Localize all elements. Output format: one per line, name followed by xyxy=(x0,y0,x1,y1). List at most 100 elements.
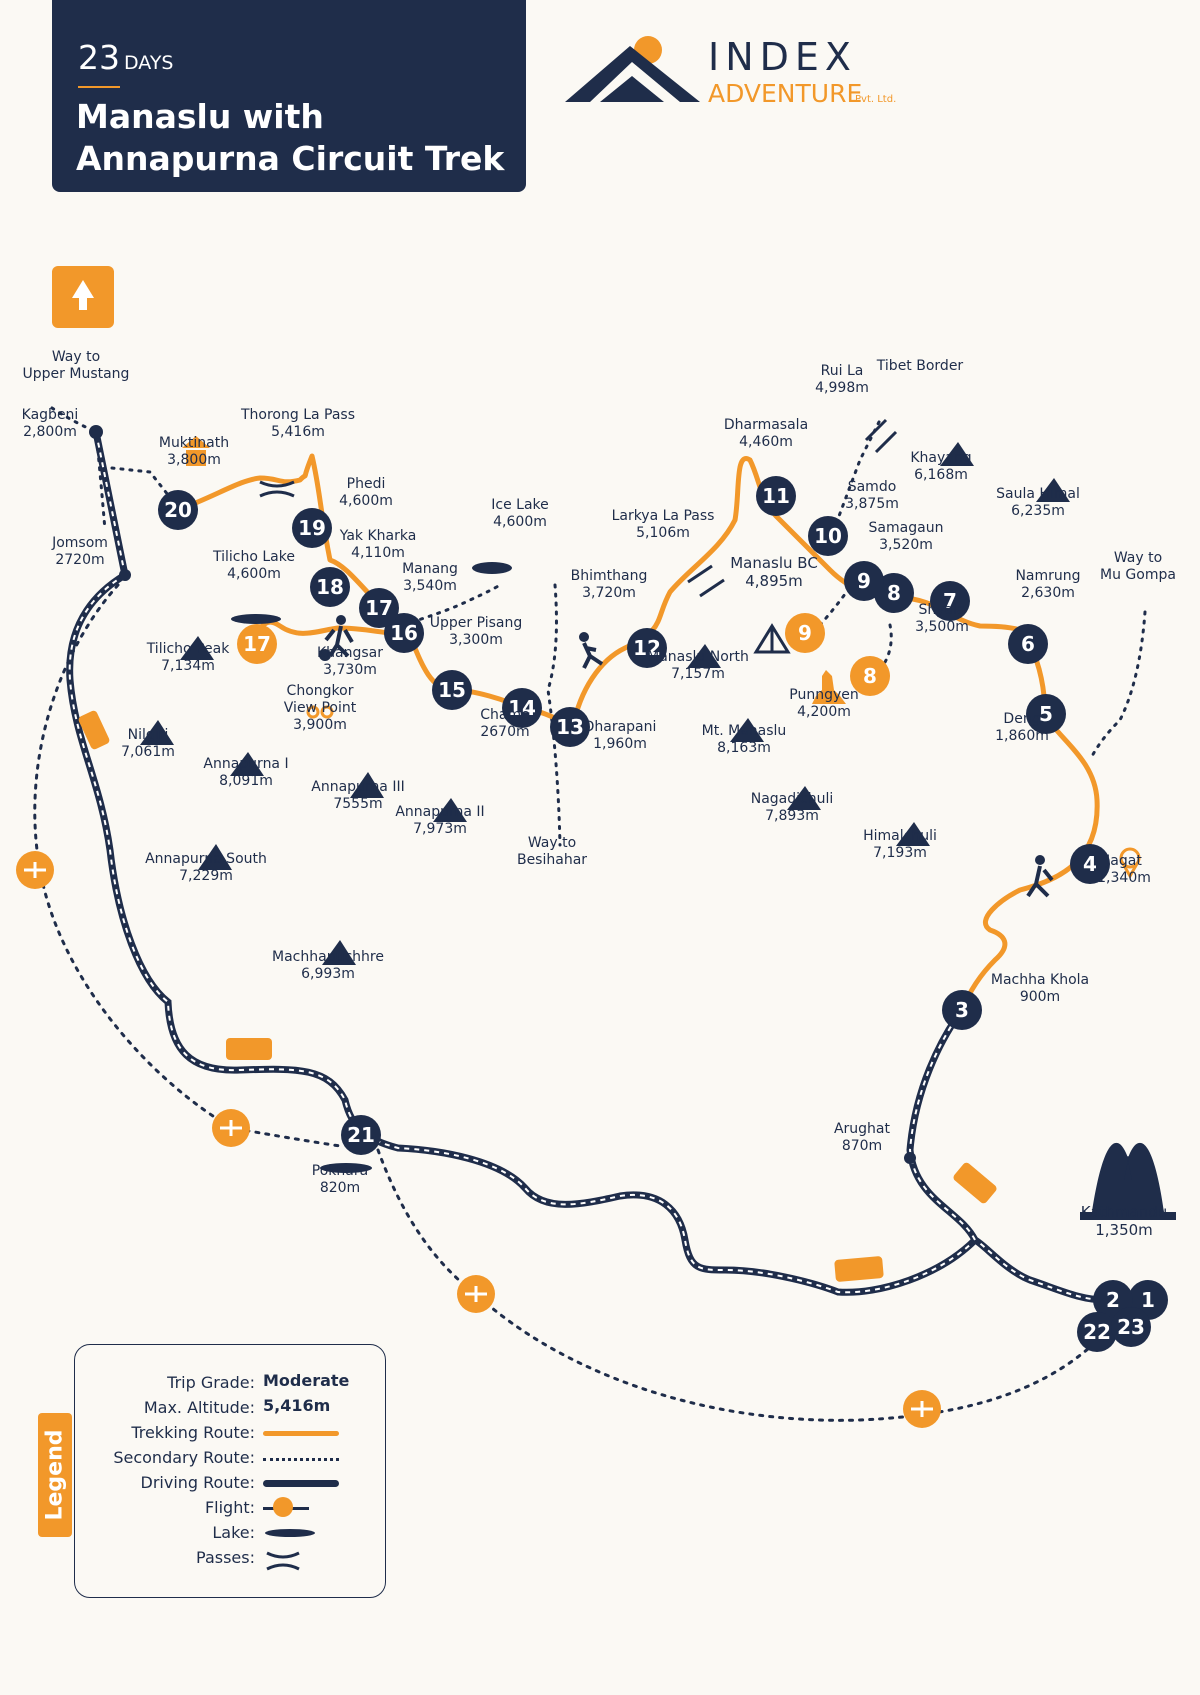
mountain-peak-icon xyxy=(896,822,930,846)
place-name: Manaslu North xyxy=(647,649,749,665)
place-altitude: 5,106m xyxy=(636,525,690,541)
place-name: Dharmasala xyxy=(724,417,808,433)
lake-label: Lake: xyxy=(212,1523,255,1542)
place-name: Saula Himal xyxy=(996,486,1080,502)
pass-icon xyxy=(266,1551,300,1571)
pokhara-lake-icon xyxy=(320,1163,372,1173)
place-name: Way to xyxy=(1114,550,1162,566)
mountain-peak-icon xyxy=(180,636,214,660)
place-altitude: 3,520m xyxy=(879,537,933,553)
place-name: Larkya La Pass xyxy=(612,508,715,524)
stop-7: 7 xyxy=(930,581,970,621)
svg-text:5: 5 xyxy=(1039,702,1053,726)
pass-icon xyxy=(259,418,898,598)
place-altitude: 7,893m xyxy=(765,808,819,824)
place-altitude: 6,235m xyxy=(1011,503,1065,519)
place-altitude: 3,500m xyxy=(915,619,969,635)
place-name: Annapurna I xyxy=(203,756,288,772)
hiker-icon xyxy=(579,632,604,669)
logo-index-text: INDEX xyxy=(708,35,857,79)
hiker-icons xyxy=(324,615,1054,898)
place-altitude: 7,229m xyxy=(179,868,233,884)
place-altitude: 820m xyxy=(320,1180,360,1196)
mountain-peak-icon xyxy=(1036,478,1070,502)
secondary-route-swatch xyxy=(263,1458,339,1461)
trekking-route-label: Trekking Route: xyxy=(131,1423,255,1442)
svg-text:8: 8 xyxy=(887,581,901,605)
place-altitude: 6,993m xyxy=(301,966,355,982)
bus-icon xyxy=(953,1162,997,1204)
place-name: Manang xyxy=(402,561,458,577)
stop-8: 8 xyxy=(874,573,914,613)
stop-14: 14 xyxy=(502,688,542,728)
place-name: Thorong La Pass xyxy=(240,407,355,423)
place-name: Chame xyxy=(480,707,529,723)
bus-icons xyxy=(78,710,997,1282)
mountain-peak-icon xyxy=(787,786,821,810)
max-altitude-label: Max. Altitude: xyxy=(143,1398,255,1417)
place-name: Chongkor xyxy=(287,683,354,699)
place-altitude: 3,875m xyxy=(845,496,899,512)
driving-route-swatch xyxy=(263,1480,339,1487)
khangsar-dot xyxy=(319,649,331,661)
svg-text:18: 18 xyxy=(316,575,344,599)
place-name: Way to xyxy=(528,835,576,851)
place-altitude: 2,630m xyxy=(1021,585,1075,601)
title-divider xyxy=(78,86,120,88)
stop-9: 9 xyxy=(844,561,884,601)
mountain-peak-icon xyxy=(198,844,232,870)
place-name: Deng xyxy=(1003,711,1040,727)
svg-text:6: 6 xyxy=(1021,632,1035,656)
place-altitude: 4,998m xyxy=(815,380,869,396)
stop-22: 22 xyxy=(1077,1312,1117,1352)
mountain-peak-icon xyxy=(322,940,356,965)
place-name: Himalchuli xyxy=(863,828,937,844)
place-label-tibet: Tibet Border xyxy=(876,358,964,374)
place-name: Arughat xyxy=(834,1121,891,1137)
place-name: Way to xyxy=(52,349,100,365)
stop-4: 4 xyxy=(1070,844,1110,884)
svg-text:19: 19 xyxy=(298,516,326,540)
svg-text:4: 4 xyxy=(1083,852,1097,876)
place-altitude: 1,340m xyxy=(1097,870,1151,886)
svg-text:20: 20 xyxy=(164,498,192,522)
company-logo: INDEX ADVENTURE Pvt. Ltd. xyxy=(565,35,896,108)
stop-12: 12 xyxy=(627,628,667,668)
place-altitude: 8,163m xyxy=(717,740,771,756)
tilicho-lake-icon xyxy=(231,614,281,624)
place-altitude: 7,973m xyxy=(413,821,467,837)
place-name: Mt. Manaslu xyxy=(702,723,787,739)
stop-9-alt: 9 xyxy=(785,613,825,653)
place-name: Punngyen xyxy=(789,687,858,703)
temple-icon xyxy=(182,436,210,466)
place-name: Manaslu BC xyxy=(730,554,818,572)
place-altitude: 4,200m xyxy=(797,704,851,720)
kathmandu-stupa-icon xyxy=(1080,1142,1176,1220)
stop-16: 16 xyxy=(384,613,424,653)
place-altitude: 3,300m xyxy=(449,632,503,648)
stop-18: 18 xyxy=(310,567,350,607)
kagbeni-dot xyxy=(89,425,103,439)
stop-19: 19 xyxy=(292,508,332,548)
stop-markers: 1 2 3 4 5 6 7 8 8 9 9 10 11 12 13 14 15 … xyxy=(158,476,1168,1352)
place-altitude: 870m xyxy=(842,1138,882,1154)
place-name: Phedi xyxy=(347,476,386,492)
place-altitude: 4,110m xyxy=(351,545,405,561)
driving-route-label: Driving Route: xyxy=(140,1473,255,1492)
